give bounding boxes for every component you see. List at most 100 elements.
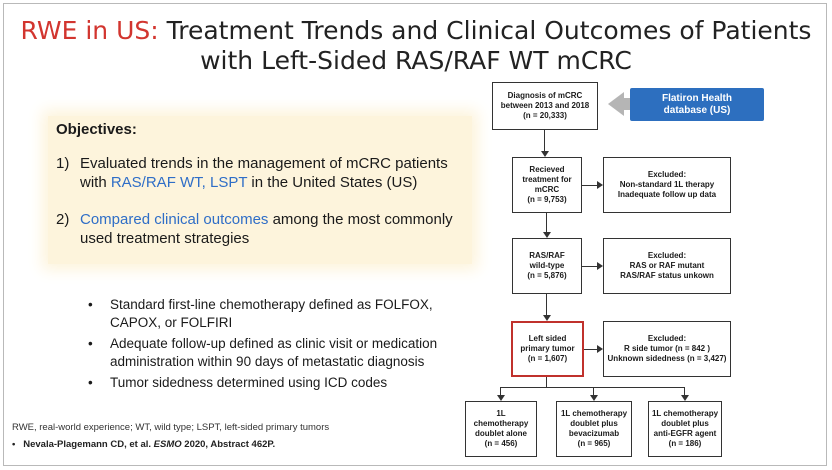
citation-bullet: •: [12, 439, 16, 450]
box-line: Excluded:: [647, 170, 687, 179]
bullet-text: Tumor sidedness determined using ICD cod…: [110, 375, 388, 390]
citation-journal: ESMO: [153, 439, 182, 450]
box-line: (n = 456): [484, 439, 518, 448]
excluded-box-1: Excluded: Non-standard 1L therapy Inadeq…: [603, 157, 731, 213]
arrow-down-icon: [541, 151, 549, 157]
box-line: treatment for: [522, 175, 572, 184]
box-line: anti-EGFR agent: [653, 429, 717, 438]
box-line: Left sided: [528, 334, 567, 343]
box-line: doublet alone: [475, 429, 527, 438]
bullet-glyph: •: [88, 336, 93, 351]
objectives-panel: Objectives: 1) Evaluated trends in the m…: [48, 116, 472, 264]
box-line: 1L chemotherapy: [473, 409, 529, 428]
box-line: primary tumor: [520, 344, 575, 353]
objective-number: 1): [56, 155, 70, 172]
bullet-text: Standard first-line chemotherapy defined…: [110, 297, 433, 330]
connector: [593, 387, 595, 395]
connector: [546, 377, 548, 387]
title-line-2: with Left-Sided RAS/RAF WT mCRC: [200, 46, 632, 75]
arrow-down-icon: [590, 395, 598, 401]
box-line: doublet plus: [661, 419, 709, 428]
box-line: RAS/RAF: [529, 251, 565, 260]
excluded-box-2: Excluded: RAS or RAF mutant RAS/RAF stat…: [603, 238, 731, 294]
connector: [582, 185, 598, 187]
objective-item-1: 1) Evaluated trends in the management of…: [56, 154, 468, 192]
connector: [584, 349, 598, 351]
box-line: Recieved: [529, 165, 565, 174]
box-line: wild-type: [529, 261, 565, 270]
box-line: mCRC: [534, 185, 560, 194]
arrow-right-icon: [597, 345, 603, 353]
connector: [544, 130, 546, 152]
box-line: RAS or RAF mutant: [629, 261, 705, 270]
connector: [582, 266, 598, 268]
box-line: database (US): [663, 104, 731, 116]
box-line: (n = 9,753): [527, 195, 567, 204]
title-line-1: RWE in US: Treatment Trends and Clinical…: [0, 16, 832, 46]
objective-text: Compared clinical outcomes among the mos…: [80, 210, 468, 248]
box-line: R side tumor (n = 842 ): [623, 344, 711, 353]
box-line: Diagnosis of mCRC: [507, 91, 583, 100]
outcome-box-doublet: 1L chemotherapy doublet alone (n = 456): [465, 401, 537, 457]
arrow-down-icon: [681, 395, 689, 401]
box-line: Excluded:: [647, 334, 687, 343]
outcome-box-bevacizumab: 1L chemotherapy doublet plus bevacizumab…: [556, 401, 632, 457]
arrow-right-icon: [597, 181, 603, 189]
objective-text-pre: Evaluated trends in the management of mC…: [80, 155, 448, 191]
objective-item-2: 2) Compared clinical outcomes among the …: [56, 210, 468, 248]
objective-text: Evaluated trends in the management of mC…: [80, 154, 468, 192]
title-line-1-rest: Treatment Trends and Clinical Outcomes o…: [158, 16, 812, 45]
database-box: Flatiron Health database (US): [630, 88, 764, 121]
excluded-box-3: Excluded: R side tumor (n = 842 ) Unknow…: [603, 321, 731, 377]
arrow-down-icon: [543, 315, 551, 321]
box-line: (n = 20,333): [523, 111, 567, 120]
box-line: 1L chemotherapy: [560, 409, 628, 418]
box-line: (n = 965): [577, 439, 611, 448]
abbreviations-footnote: RWE, real-world experience; WT, wild typ…: [12, 422, 330, 433]
box-line: between 2013 and 2018: [500, 101, 590, 110]
left-arrow-icon: [608, 92, 624, 116]
list-item: • Tumor sidedness determined using ICD c…: [88, 374, 458, 392]
definitions-list: • Standard first-line chemotherapy defin…: [88, 296, 458, 396]
connector: [500, 387, 502, 395]
arrow-down-icon: [497, 395, 505, 401]
box-line: Non-standard 1L therapy: [619, 180, 715, 189]
slide-frame: [3, 3, 827, 466]
citation: • Nevala-Plagemann CD, et al. ESMO 2020,…: [12, 439, 275, 450]
box-line: Excluded:: [647, 251, 687, 260]
box-line: Flatiron Health: [661, 92, 732, 104]
box-line: bevacizumab: [568, 429, 620, 438]
objective-highlight: Compared clinical outcomes: [80, 211, 269, 228]
arrow-right-icon: [597, 262, 603, 270]
arrow-down-icon: [543, 232, 551, 238]
wildtype-box: RAS/RAF wild-type (n = 5,876): [512, 238, 582, 294]
box-line: RAS/RAF status unkown: [620, 271, 714, 280]
objective-highlight: RAS/RAF WT, LSPT: [110, 174, 248, 191]
citation-authors: Nevala-Plagemann CD, et al.: [23, 439, 154, 450]
box-line: Unknown sidedness (n = 3,427): [607, 354, 727, 363]
connector: [546, 294, 548, 316]
box-line: (n = 5,876): [527, 271, 567, 280]
received-treatment-box: Recieved treatment for mCRC (n = 9,753): [512, 157, 582, 213]
objectives-heading: Objectives:: [56, 121, 137, 138]
arrow-tail: [622, 98, 630, 110]
connector: [500, 387, 684, 389]
box-line: doublet plus: [570, 419, 618, 428]
bullet-glyph: •: [88, 297, 93, 312]
box-line: (n = 186): [668, 439, 702, 448]
objective-number: 2): [56, 211, 70, 228]
slide-title: RWE in US: Treatment Trends and Clinical…: [0, 16, 832, 76]
diagnosis-box: Diagnosis of mCRC between 2013 and 2018 …: [492, 82, 598, 130]
connector: [546, 213, 548, 233]
citation-rest: 2020, Abstract 462P.: [181, 439, 276, 450]
box-line: Inadequate follow up data: [617, 190, 717, 199]
objective-text-post: in the United States (US): [247, 174, 418, 191]
box-line: (n = 1,607): [527, 354, 568, 363]
bullet-text: Adequate follow-up defined as clinic vis…: [110, 336, 438, 369]
left-sided-box: Left sided primary tumor (n = 1,607): [511, 321, 584, 377]
list-item: • Standard first-line chemotherapy defin…: [88, 296, 458, 331]
connector: [684, 387, 686, 395]
outcome-box-anti-egfr: 1L chemotherapy doublet plus anti-EGFR a…: [648, 401, 722, 457]
objective-text-post: among the most commonly used treatment s…: [80, 211, 453, 247]
bullet-glyph: •: [88, 375, 93, 390]
